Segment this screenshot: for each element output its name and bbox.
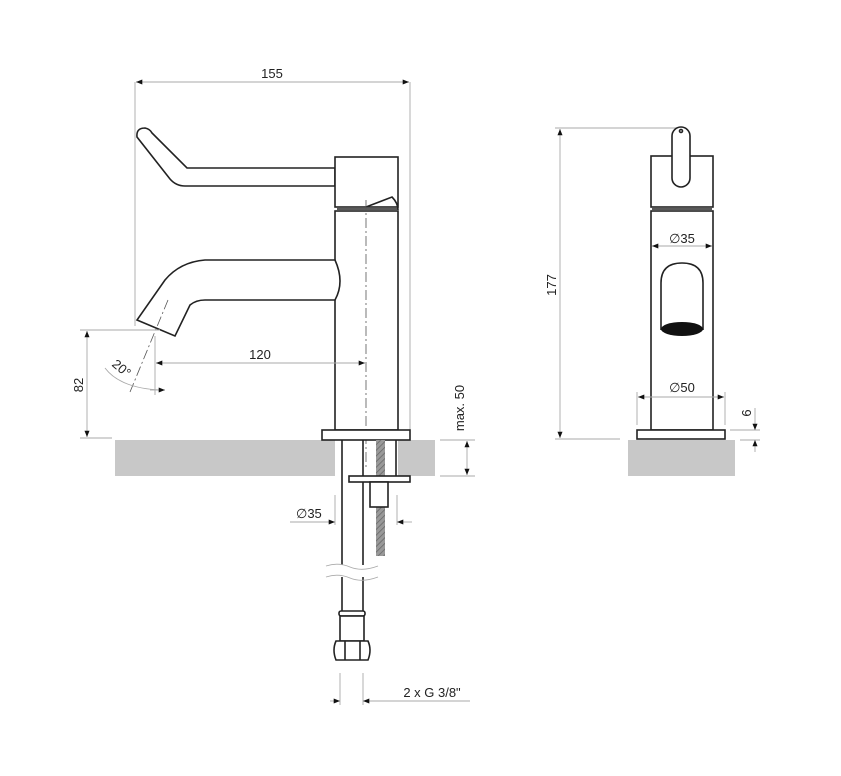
spout-front xyxy=(660,262,704,330)
height-label: 177 xyxy=(544,274,559,296)
connection-label: 2 x G 3/8" xyxy=(403,685,461,700)
hose-fitting xyxy=(339,615,365,642)
countertop-left xyxy=(115,440,335,476)
break-line xyxy=(325,563,379,570)
side-view: 155 120 20° 82 max. 50 xyxy=(71,66,475,705)
base-plate xyxy=(321,429,411,441)
base-thickness-label: 6 xyxy=(739,409,754,416)
countertop xyxy=(628,440,735,476)
aerator-outlet xyxy=(661,322,703,336)
spout-height-label: 82 xyxy=(71,378,86,392)
fixing-plate xyxy=(348,475,411,483)
lever-handle xyxy=(671,126,691,188)
faucet-body xyxy=(334,210,399,431)
countertop-right xyxy=(398,440,435,476)
hole-diameter-label: ∅35 xyxy=(296,506,322,521)
width-label: 155 xyxy=(261,66,283,81)
fixing-nut xyxy=(369,481,389,508)
reach-label: 120 xyxy=(249,347,271,362)
angle-arc xyxy=(104,367,161,391)
base-plate xyxy=(636,429,726,440)
handle-cartridge xyxy=(334,156,399,208)
break-line xyxy=(325,574,379,581)
lever-handle xyxy=(136,127,336,187)
front-view: 177 ∅35 ∅50 6 xyxy=(544,126,760,476)
lever-hole xyxy=(678,128,684,134)
spout-axis xyxy=(129,299,169,393)
spout xyxy=(135,259,341,338)
mount-thickness-label: max. 50 xyxy=(452,385,467,431)
hex-nut xyxy=(333,640,371,661)
body-diameter-label: ∅35 xyxy=(669,231,695,246)
angle-label: 20° xyxy=(109,356,134,380)
base-diameter-label: ∅50 xyxy=(669,380,695,395)
